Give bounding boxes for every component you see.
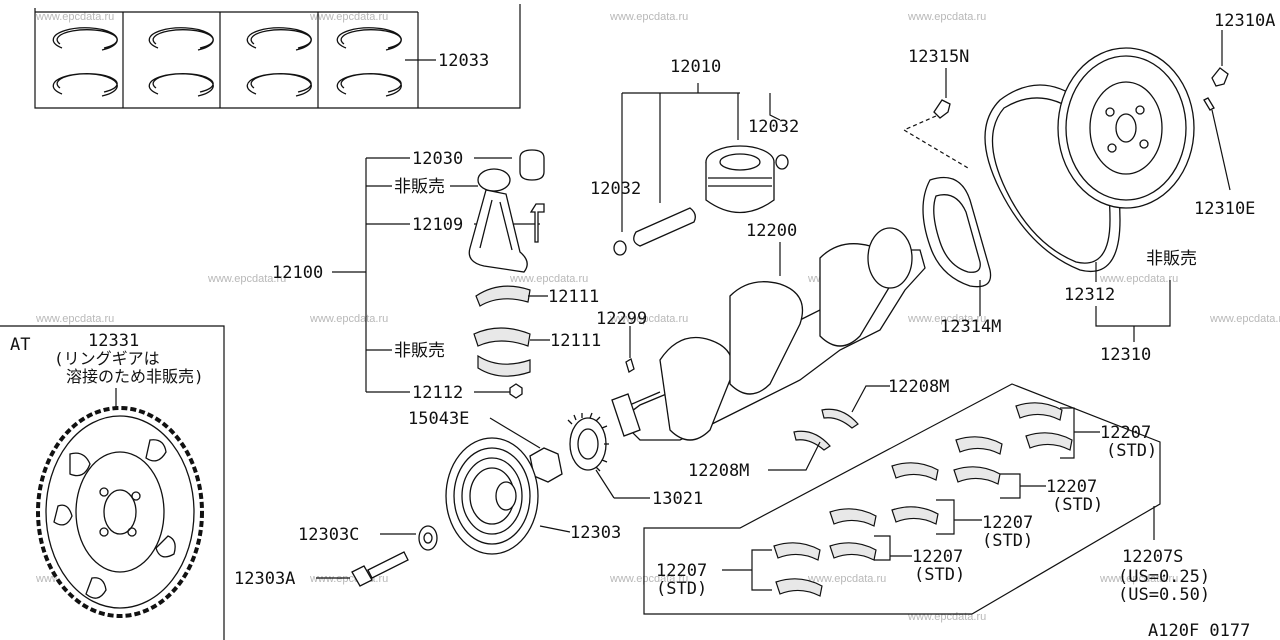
- part-label-dowel[interactable]: 12310E: [1194, 199, 1255, 219]
- piston-assembly[interactable]: 12010 12032 12032: [590, 57, 799, 256]
- watermark: www.epcdata.ru: [609, 573, 688, 585]
- part-label-rod-nut[interactable]: 12112: [412, 383, 463, 403]
- part-label-flywheel-bolt-small[interactable]: 12315N: [908, 47, 969, 67]
- part-label-rings[interactable]: 12033: [438, 51, 489, 71]
- part-label-not-sold[interactable]: 非販売: [394, 341, 445, 361]
- part-label-rod-bushing[interactable]: 12030: [412, 149, 463, 169]
- part-label-piston[interactable]: 12010: [670, 57, 721, 77]
- part-label-pulley[interactable]: 12303: [570, 523, 621, 543]
- part-label-thrust-washer-top[interactable]: 12208M: [888, 377, 949, 397]
- pin-clip-right-icon: [775, 154, 789, 170]
- part-label-rod-bearing-upper[interactable]: 12111: [548, 287, 599, 307]
- at-box-note: 溶接のため非販売): [66, 367, 204, 386]
- watermark: www.epcdata.ru: [907, 11, 986, 23]
- part-label-std[interactable]: (STD): [1106, 441, 1157, 461]
- diagram-code: A120F 0177: [1148, 621, 1250, 640]
- washer-icon: [418, 525, 438, 551]
- nut-icon: [509, 383, 523, 399]
- part-label-main-bearing[interactable]: 12207: [656, 561, 707, 581]
- watermark: www.epcdata.ru: [309, 11, 388, 23]
- part-label-rod-bearing-lower[interactable]: 12111: [550, 331, 601, 351]
- pin-clip-left-icon: [613, 240, 627, 256]
- watermark: www.epcdata.ru: [207, 273, 286, 285]
- part-label-us-025[interactable]: (US=0.25): [1118, 567, 1210, 587]
- part-label-sprocket[interactable]: 13021: [652, 489, 703, 509]
- watermark: www.epcdata.ru: [1099, 573, 1178, 585]
- crank-key-icon: [625, 358, 635, 373]
- watermark: www.epcdata.ru: [35, 313, 114, 325]
- pulley-icon: [445, 437, 539, 555]
- thrust-washer-icon: [821, 408, 859, 429]
- crankshaft-icon: [611, 227, 926, 441]
- part-label-pulley-bolt[interactable]: 12303A: [234, 569, 295, 589]
- drive-plate-icon: [36, 406, 204, 618]
- part-label-pilot-bush[interactable]: 15043E: [408, 409, 469, 429]
- crankshaft[interactable]: 12200 12299: [596, 221, 926, 441]
- bearing-shell-icon: [477, 354, 531, 377]
- watermark: www.epcdata.ru: [609, 313, 688, 325]
- part-label-rod-assembly[interactable]: 12100: [272, 263, 323, 283]
- bushing-icon: [519, 149, 545, 181]
- part-label-signal-plate[interactable]: 12314M: [940, 317, 1001, 337]
- part-label-us-050[interactable]: (US=0.50): [1118, 585, 1210, 605]
- bolt-icon: [933, 99, 951, 119]
- part-label-main-bearing[interactable]: 12207: [912, 547, 963, 567]
- part-label-washer[interactable]: 12303C: [298, 525, 359, 545]
- part-label-not-sold[interactable]: 非販売: [394, 177, 445, 197]
- part-label-drive-plate[interactable]: 12331: [88, 331, 139, 351]
- dowel-icon: [1203, 97, 1215, 111]
- watermark: www.epcdata.ru: [1209, 313, 1280, 325]
- part-label-rod-bolt[interactable]: 12109: [412, 215, 463, 235]
- part-label-main-bearing-set[interactable]: 12207S: [1122, 547, 1183, 567]
- watermark: www.epcdata.ru: [609, 11, 688, 23]
- bolt-icon: [1211, 67, 1229, 87]
- part-label-flywheel[interactable]: 12310: [1100, 345, 1151, 365]
- part-label-flywheel-bolt[interactable]: 12310A: [1214, 11, 1275, 31]
- part-label-pin-clip-right[interactable]: 12032: [748, 117, 799, 137]
- part-label-main-bearing[interactable]: 12207: [1046, 477, 1097, 497]
- watermark: www.epcdata.ru: [509, 273, 588, 285]
- connecting-rod-icon: [468, 149, 545, 273]
- part-label-std[interactable]: (STD): [914, 565, 965, 585]
- at-box-note: (リングギアは: [54, 349, 160, 368]
- part-label-thrust-washer-bottom[interactable]: 12208M: [688, 461, 749, 481]
- watermark: www.epcdata.ru: [1099, 273, 1178, 285]
- sprocket-icon: [567, 412, 609, 472]
- ring-icon: [52, 27, 402, 97]
- part-label-crankshaft[interactable]: 12200: [746, 221, 797, 241]
- main-bearing-set[interactable]: 12208M 12208M 12207 (STD) 12207 (STD) 12…: [643, 377, 1210, 615]
- part-label-pin-clip-left[interactable]: 12032: [590, 179, 641, 199]
- piston-ring-set[interactable]: 12033: [34, 4, 521, 109]
- watermark: www.epcdata.ru: [807, 573, 886, 585]
- flywheel-parts[interactable]: 12315N 12314M 12312 非販売 12310 12310A: [902, 11, 1275, 365]
- part-label-main-bearing[interactable]: 12207: [1100, 423, 1151, 443]
- at-box-title: AT: [10, 335, 30, 355]
- at-drive-plate-box[interactable]: AT 12331 (リングギアは 溶接のため非販売): [0, 325, 225, 640]
- watermark: www.epcdata.ru: [907, 313, 986, 325]
- part-label-std[interactable]: (STD): [1052, 495, 1103, 515]
- bearing-shell-icon: [473, 327, 531, 347]
- piston-pin-icon: [633, 207, 696, 247]
- signal-plate-icon: [922, 176, 992, 288]
- bolt-icon: [351, 551, 409, 587]
- bearing-shell-icon: [475, 285, 531, 307]
- part-label-std[interactable]: (STD): [656, 579, 707, 599]
- connecting-rod-assembly[interactable]: 12100 12030 非販売 12109 非販売 12112 12111 12…: [272, 149, 601, 403]
- front-end-parts[interactable]: 15043E 13021 12303 12303C 12303A: [234, 409, 703, 589]
- part-label-crank-key[interactable]: 12299: [596, 309, 647, 329]
- watermark: www.epcdata.ru: [35, 11, 114, 23]
- thrust-washer-icon: [793, 430, 831, 451]
- part-label-ring-gear[interactable]: 12312: [1064, 285, 1115, 305]
- bearing-shell-icon: [773, 402, 1073, 597]
- piston-icon: [705, 145, 775, 213]
- part-label-std[interactable]: (STD): [982, 531, 1033, 551]
- part-label-not-sold[interactable]: 非販売: [1146, 249, 1197, 269]
- watermark: www.epcdata.ru: [309, 313, 388, 325]
- part-label-main-bearing[interactable]: 12207: [982, 513, 1033, 533]
- bolt-icon: [529, 203, 545, 243]
- flywheel-icon: [1057, 47, 1195, 209]
